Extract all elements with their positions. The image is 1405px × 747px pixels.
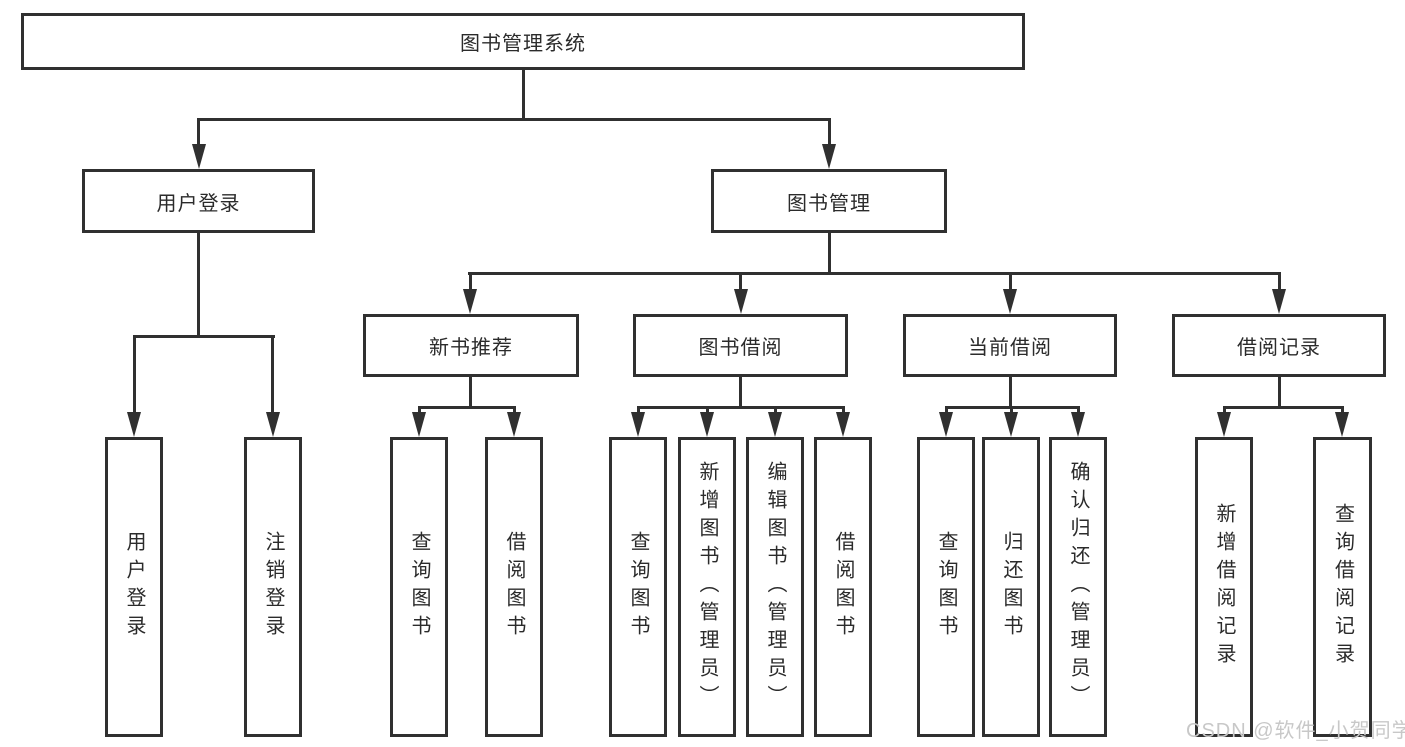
connector-line	[774, 406, 777, 414]
connector-line	[637, 406, 845, 409]
connector-line	[739, 272, 742, 291]
connector-line	[706, 406, 709, 414]
arrowhead	[1272, 289, 1286, 314]
leaf-edit-book-admin-label: 编辑图书（管理员）	[764, 461, 786, 713]
leaf-borrow-book: 借阅图书	[814, 437, 872, 737]
connector-line	[945, 406, 948, 414]
arrowhead	[939, 412, 953, 437]
arrowhead	[1217, 412, 1231, 437]
connector-line	[522, 70, 525, 118]
connector-line	[133, 335, 275, 338]
leaf-borrow-book-label: 借阅图书	[832, 531, 854, 643]
node-user-login: 用户登录	[82, 169, 315, 233]
leaf-logout: 注销登录	[244, 437, 302, 737]
connector-line	[1278, 377, 1281, 406]
arrowhead	[507, 412, 521, 437]
connector-line	[637, 406, 640, 414]
leaf-query-book-label: 查询图书	[627, 531, 649, 643]
node-book-borrow: 图书借阅	[633, 314, 848, 377]
arrowhead	[192, 144, 206, 169]
connector-line	[271, 335, 274, 413]
connector-line	[828, 118, 831, 146]
connector-line	[513, 406, 516, 414]
connector-line	[739, 377, 742, 406]
arrowhead	[631, 412, 645, 437]
arrowhead	[127, 412, 141, 437]
arrowhead	[700, 412, 714, 437]
arrowhead	[1335, 412, 1349, 437]
connector-line	[1009, 272, 1012, 291]
connector-line	[1223, 406, 1226, 414]
leaf-return-book-label: 归还图书	[1000, 531, 1022, 643]
connector-line	[418, 406, 516, 409]
leaf-borrow-book: 借阅图书	[485, 437, 543, 737]
connector-line	[1278, 272, 1281, 291]
arrowhead	[768, 412, 782, 437]
connector-line	[197, 233, 200, 335]
connector-line	[469, 377, 472, 406]
arrowhead	[1004, 412, 1018, 437]
leaf-query-book: 查询图书	[390, 437, 448, 737]
connector-line	[1077, 406, 1080, 414]
arrowhead	[836, 412, 850, 437]
leaf-confirm-return-admin: 确认归还（管理员）	[1049, 437, 1107, 737]
leaf-query-book-label: 查询图书	[408, 531, 430, 643]
leaf-add-borrow-record-label: 新增借阅记录	[1213, 503, 1235, 671]
connector-line	[197, 118, 200, 146]
arrowhead	[1071, 412, 1085, 437]
leaf-user-login: 用户登录	[105, 437, 163, 737]
node-book-management: 图书管理	[711, 169, 947, 233]
node-current-borrow: 当前借阅	[903, 314, 1117, 377]
connector-line	[469, 272, 472, 291]
node-new-book-recommend: 新书推荐	[363, 314, 579, 377]
leaf-query-book-label: 查询图书	[935, 531, 957, 643]
leaf-borrow-book-label: 借阅图书	[503, 531, 525, 643]
connector-line	[828, 233, 831, 272]
leaf-query-borrow-record-label: 查询借阅记录	[1331, 503, 1354, 671]
node-borrow-records: 借阅记录	[1172, 314, 1386, 377]
connector-line	[197, 118, 831, 121]
leaf-query-borrow-record: 查询借阅记录	[1313, 437, 1372, 737]
leaf-add-book-admin: 新增图书（管理员）	[678, 437, 736, 737]
connector-line	[133, 335, 136, 413]
connector-line	[842, 406, 845, 414]
connector-line	[468, 272, 1281, 275]
arrowhead	[822, 144, 836, 169]
arrowhead	[412, 412, 426, 437]
leaf-query-book: 查询图书	[917, 437, 975, 737]
arrowhead	[463, 289, 477, 314]
leaf-user-login-label: 用户登录	[123, 531, 145, 643]
leaf-add-borrow-record: 新增借阅记录	[1195, 437, 1253, 737]
arrowhead	[734, 289, 748, 314]
csdn-watermark: CSDN @软件_小贺同学	[1186, 720, 1405, 742]
leaf-return-book: 归还图书	[982, 437, 1040, 737]
leaf-query-book: 查询图书	[609, 437, 667, 737]
leaf-confirm-return-admin-label: 确认归还（管理员）	[1067, 461, 1089, 713]
leaf-logout-label: 注销登录	[262, 531, 284, 643]
connector-line	[1010, 406, 1013, 414]
leaf-add-book-admin-label: 新增图书（管理员）	[696, 461, 718, 713]
arrowhead	[266, 412, 280, 437]
node-root: 图书管理系统	[21, 13, 1025, 70]
connector-line	[1009, 377, 1012, 406]
leaf-edit-book-admin: 编辑图书（管理员）	[746, 437, 804, 737]
arrowhead	[1003, 289, 1017, 314]
connector-line	[418, 406, 421, 414]
connector-line	[1223, 406, 1344, 409]
connector-line	[1341, 406, 1344, 414]
